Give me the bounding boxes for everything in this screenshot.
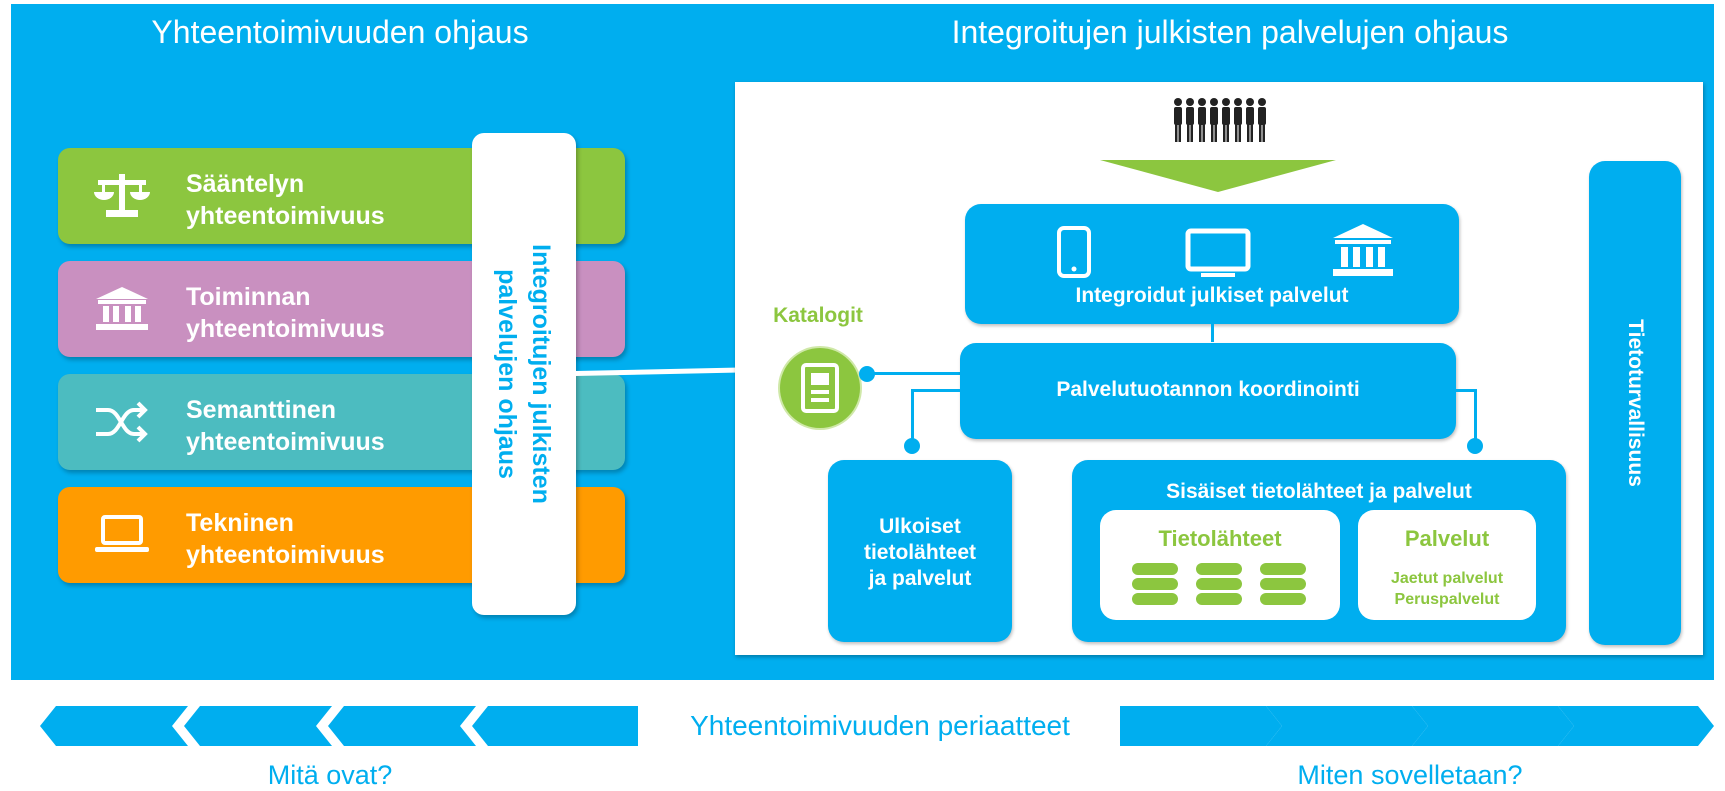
external-connector-dot: [904, 438, 920, 454]
services-label: Palvelut: [1404, 526, 1490, 551]
catalog-circle: [780, 348, 860, 428]
chevron-arrows-right: [1120, 706, 1714, 746]
catalog-connector-line: [873, 372, 961, 375]
layer-technical-line2: yhteentoimivuus: [186, 541, 385, 569]
integrated-services-box: Integroidut julkiset palvelut: [965, 204, 1459, 324]
external-line2: tietolähteet: [863, 541, 976, 564]
vertical-bar-line2: palvelujen ohjaus: [493, 269, 521, 479]
external-sources-box: Ulkoiset tietolähteet ja palvelut: [828, 460, 1012, 642]
external-line3: ja palvelut: [868, 567, 972, 590]
internal-sources-box: Sisäiset tietolähteet ja palvelut Tietol…: [1072, 460, 1566, 642]
connector-vertical: [1211, 324, 1214, 342]
catalog-icon: [801, 363, 839, 413]
institution-icon: [96, 287, 148, 330]
vertical-bar-line1: Integroitujen julkisten: [527, 244, 555, 504]
connector-left-vertical: [911, 389, 914, 445]
connector-right-horizontal: [1455, 389, 1477, 392]
database-icons: [1132, 563, 1306, 605]
integrated-services-label: Integroidut julkiset palvelut: [1075, 284, 1349, 307]
shuffle-icon: [96, 401, 148, 443]
principles-label: Yhteentoimivuuden periaatteet: [690, 710, 1070, 741]
internal-connector-dot: [1467, 438, 1483, 454]
funnel-arrow: [1100, 160, 1336, 192]
layer-regulatory-line2: yhteentoimivuus: [186, 202, 385, 230]
laptop-icon: [95, 515, 149, 552]
left-title: Yhteentoimivuuden ohjaus: [151, 14, 529, 50]
coordination-label: Palvelutuotannon koordinointi: [1056, 378, 1360, 401]
connector-left-horizontal: [912, 389, 962, 392]
security-label: Tietoturvallisuus: [1624, 319, 1647, 487]
services-box: Palvelut Jaetut palvelut Peruspalvelut: [1358, 510, 1536, 620]
connector-right-vertical: [1474, 389, 1477, 445]
coordination-box: Palvelutuotannon koordinointi: [960, 343, 1456, 439]
data-sources-box: Tietolähteet: [1100, 510, 1340, 620]
institution-icon: [1333, 224, 1393, 276]
users-icon: [1174, 98, 1266, 142]
what-are-they-label: Mitä ovat?: [267, 760, 393, 790]
right-title: Integroitujen julkisten palvelujen ohjau…: [951, 14, 1509, 50]
chevron-arrows-left: [40, 706, 638, 746]
layer-technical-line1: Tekninen: [186, 509, 294, 537]
external-line1: Ulkoiset: [879, 515, 961, 538]
catalog-label: Katalogit: [773, 304, 863, 327]
scales-icon: [94, 174, 150, 217]
layer-organisational-line1: Toiminnan: [186, 283, 311, 311]
layer-semantic-line2: yhteentoimivuus: [186, 428, 385, 456]
layer-semantic-line1: Semanttinen: [186, 396, 337, 424]
monitor-icon: [1185, 228, 1251, 277]
integrated-services-governance-bar: Integroitujen julkisten palvelujen ohjau…: [472, 133, 576, 615]
layer-organisational-line2: yhteentoimivuus: [186, 315, 385, 343]
phone-icon: [1057, 226, 1091, 278]
data-sources-label: Tietolähteet: [1158, 526, 1282, 551]
how-applied-label: Miten sovelletaan?: [1297, 760, 1523, 790]
security-bar: Tietoturvallisuus: [1589, 161, 1681, 645]
basic-services-label: Peruspalvelut: [1394, 591, 1500, 608]
internal-title: Sisäiset tietolähteet ja palvelut: [1166, 480, 1472, 503]
shared-services-label: Jaetut palvelut: [1390, 570, 1504, 587]
catalog-connector-dot: [859, 366, 875, 382]
layer-regulatory-line1: Sääntelyn: [186, 170, 305, 198]
